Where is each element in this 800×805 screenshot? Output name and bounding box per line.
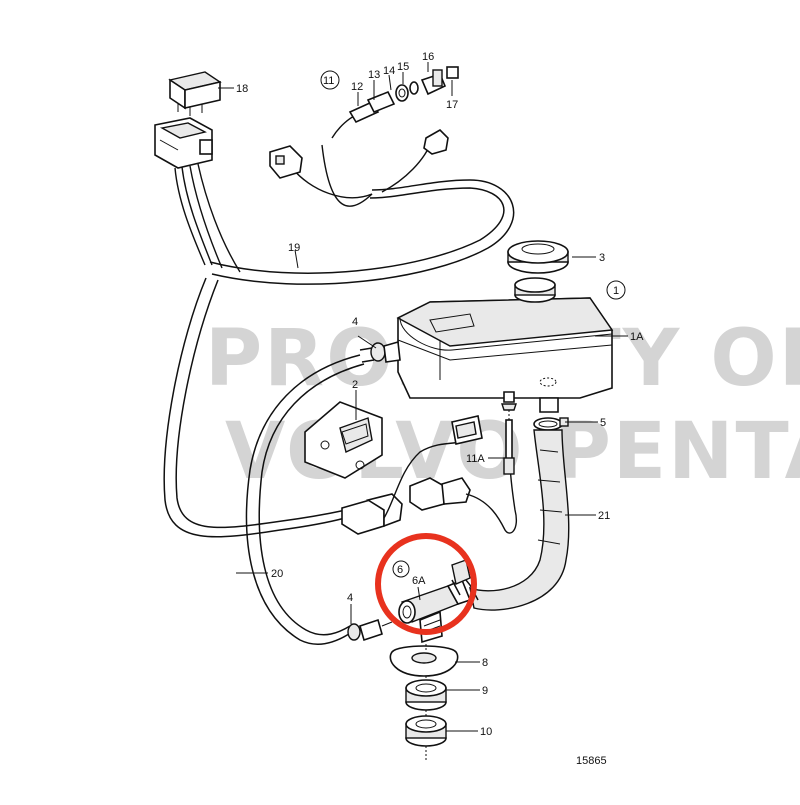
callout-labels: 18 11 12 13 14 15 16 17 19 3 1 1A 4 2 5 … xyxy=(236,51,644,767)
highlight-ring xyxy=(375,533,477,635)
callout-18: 18 xyxy=(236,83,248,95)
nut-10 xyxy=(405,715,447,747)
nut-9 xyxy=(405,679,447,711)
callout-11A: 11A xyxy=(466,453,485,465)
filler-cap-3 xyxy=(507,240,569,274)
callout-10: 10 xyxy=(480,726,492,738)
callout-4-lower: 4 xyxy=(347,592,353,604)
tank-mount xyxy=(451,415,483,445)
callout-9: 9 xyxy=(482,685,488,697)
callout-20: 20 xyxy=(271,568,283,580)
leader-lines xyxy=(218,62,628,732)
assembly-centerlines xyxy=(425,410,510,760)
harness-connector-mid-left xyxy=(341,493,403,535)
harness-connector-left xyxy=(269,145,303,179)
callout-19: 19 xyxy=(288,242,300,254)
callout-circle-1 xyxy=(606,280,626,300)
callout-15: 15 xyxy=(397,61,409,73)
callout-11: 11 xyxy=(323,75,334,87)
callout-3: 3 xyxy=(599,252,605,264)
hose-clamp-5 xyxy=(533,417,569,431)
callout-circle-6 xyxy=(392,560,410,578)
expansion-tank-1 xyxy=(396,240,614,413)
callout-2: 2 xyxy=(352,379,358,391)
callout-5: 5 xyxy=(600,417,606,429)
flange-plate-8 xyxy=(389,645,459,677)
callout-21: 21 xyxy=(598,510,610,522)
callout-1A: 1A xyxy=(630,331,644,343)
callout-6A: 6A xyxy=(412,575,426,587)
callout-8: 8 xyxy=(482,657,488,669)
hose-nipple-4-lower xyxy=(347,618,393,642)
relay-socket xyxy=(154,117,213,169)
bracket-2 xyxy=(304,401,383,479)
callout-17: 17 xyxy=(446,99,458,111)
sender-assembly-11 xyxy=(348,66,459,124)
callout-circle-11 xyxy=(320,70,340,90)
relay-18 xyxy=(168,71,222,116)
callout-16: 16 xyxy=(422,51,434,63)
callout-13: 13 xyxy=(368,69,380,81)
hose-21 xyxy=(469,429,570,611)
drawing-number: 15865 xyxy=(576,755,607,767)
callout-1: 1 xyxy=(613,285,619,297)
callout-4-upper: 4 xyxy=(352,316,358,328)
harness-connector-right xyxy=(423,129,449,155)
harness-connector-mid-right xyxy=(409,477,471,511)
callout-14: 14 xyxy=(383,65,395,77)
callout-12: 12 xyxy=(351,81,363,93)
wiring-harness xyxy=(154,66,517,645)
callout-6: 6 xyxy=(397,564,403,576)
